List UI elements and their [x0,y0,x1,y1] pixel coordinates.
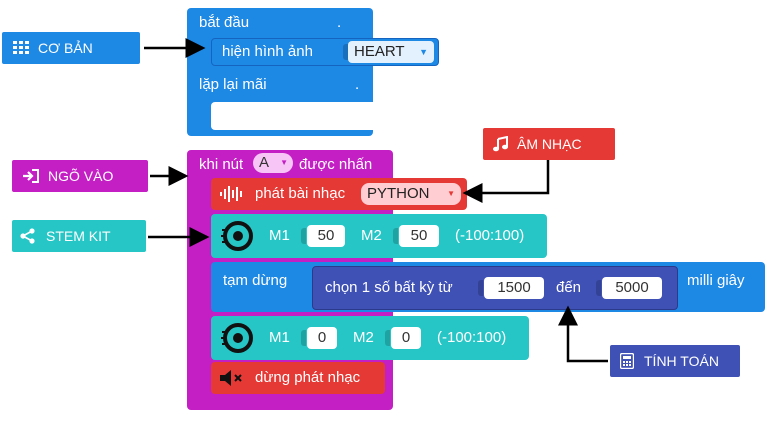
chevron-down-icon: ▼ [280,158,288,167]
category-basic-button[interactable]: CƠ BẢN [2,32,140,64]
image-dropdown-value: HEART [354,43,405,60]
show-image-block[interactable]: hiện hình ảnh HEART ▼ [211,38,439,66]
range-label-1: (-100:100) [455,227,525,244]
pressed-label: được nhấn [299,156,373,173]
stop-music-label: dừng phát nhạc [255,369,361,386]
share-icon [20,228,35,244]
category-stemkit-button[interactable]: STEM KIT [12,220,146,252]
wheel-icon [221,323,253,353]
wheel-icon [221,221,253,251]
chevron-down-icon: ▼ [447,189,455,198]
random-label: chọn 1 số bất kỳ từ [325,279,453,296]
m2-input[interactable]: 0 [391,327,421,349]
image-dropdown[interactable]: HEART ▼ [348,41,434,63]
motor-block-1[interactable]: M1 50 M2 50 (-100:100) [211,214,547,258]
m1-input[interactable]: 0 [307,327,337,349]
song-dropdown[interactable]: PYTHON ▼ [361,183,461,205]
m2-label: M2 [361,227,382,244]
category-music-label: ÂM NHẠC [517,136,582,152]
m2-input[interactable]: 50 [399,225,439,247]
chevron-down-icon: ▼ [419,47,428,57]
to-input[interactable]: 5000 [602,277,662,299]
start-dot: . [337,14,342,31]
grid-icon [13,41,29,54]
repeat-label: lặp lại mãi [199,76,267,93]
category-music-button[interactable]: ÂM NHẠC [483,128,615,160]
unit-label: milli giây [687,272,745,289]
m1-label: M1 [269,329,290,346]
category-input-label: NGÕ VÀO [48,168,114,184]
motor-block-2[interactable]: M1 0 M2 0 (-100:100) [211,316,529,360]
m2-label: M2 [353,329,374,346]
mute-icon [220,370,242,386]
random-number-block[interactable]: chọn 1 số bất kỳ từ 1500 đến 5000 [312,266,678,310]
category-input-button[interactable]: NGÕ VÀO [12,160,148,192]
song-dropdown-value: PYTHON [367,185,430,202]
calculator-icon [620,353,634,369]
m1-input[interactable]: 50 [307,225,345,247]
when-button-label: khi nút [199,156,244,173]
repeat-dot: . [355,76,360,93]
stop-music-block[interactable]: dừng phát nhạc [211,362,385,394]
button-dropdown[interactable]: A ▼ [253,153,293,173]
m1-label: M1 [269,227,290,244]
repeat-slot [211,102,373,130]
to-label: đến [556,279,582,296]
from-input[interactable]: 1500 [484,277,544,299]
start-block[interactable]: bắt đầu . lặp lại mãi . [187,8,373,136]
show-image-label: hiện hình ảnh [222,43,313,60]
start-label: bắt đầu [199,14,250,31]
category-basic-label: CƠ BẢN [38,40,93,56]
play-music-label: phát bài nhạc [255,185,346,202]
category-stemkit-label: STEM KIT [46,228,111,244]
category-math-button[interactable]: TÍNH TOÁN [610,345,740,377]
range-label-2: (-100:100) [437,329,507,346]
category-math-label: TÍNH TOÁN [644,353,719,369]
arrow-music [462,160,550,203]
pause-label: tạm dừng [223,272,288,289]
button-dropdown-value: A [259,154,270,171]
music-note-icon [493,136,508,152]
play-music-block[interactable]: phát bài nhạc PYTHON ▼ [211,178,467,210]
arrow-math [558,305,608,363]
waveform-icon [220,186,242,202]
sign-in-icon [23,169,39,183]
